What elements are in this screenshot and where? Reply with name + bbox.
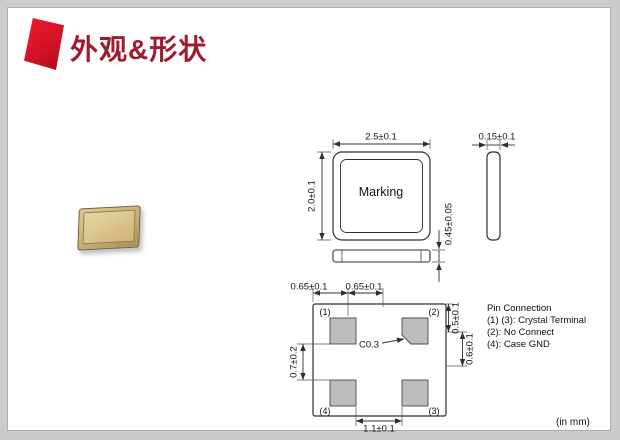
pin-label-4: (4) — [320, 406, 331, 416]
pin-connection-title: Pin Connection — [487, 303, 552, 314]
pin-label-2: (2) — [429, 307, 440, 317]
chamfer-label: C0.3 — [359, 340, 379, 351]
bottom-view — [312, 303, 447, 417]
dim-top-width: 2.5±0.1 — [365, 132, 397, 143]
profile-seams — [341, 250, 422, 262]
dimension-lines — [300, 141, 515, 424]
top-view — [332, 151, 431, 241]
pad-2-chamfered — [401, 317, 429, 345]
profile-view — [332, 249, 431, 263]
pin-connection-block: Pin Connection (1) (3): Crystal Terminal… — [487, 303, 586, 351]
dim-bottom-right-upper: 0.5±0.1 — [451, 302, 462, 334]
pin-connection-line-1: (1) (3): Crystal Terminal — [487, 315, 587, 326]
dim-bottom-top-center: 0.65±0.1 — [346, 282, 383, 293]
side-view-outline — [486, 151, 501, 241]
section-title: 外观&形状 — [70, 34, 208, 65]
profile-outline — [332, 249, 431, 263]
pin-label-3: (3) — [429, 406, 440, 416]
top-view-outline — [332, 151, 431, 241]
pin-label-1: (1) — [320, 307, 331, 317]
marking-label: Marking — [359, 185, 404, 199]
pin-connection-line-2: (2): No Connect — [487, 327, 555, 338]
chamfer-leader-arrow — [381, 337, 405, 344]
dim-bottom-right-lower: 0.6±0.1 — [465, 333, 476, 365]
top-view-inner-outline — [340, 159, 423, 233]
dim-bottom-left: 0.7±0.2 — [289, 346, 300, 378]
dim-profile-height: 0.45±0.05 — [444, 203, 455, 245]
dim-bottom-bottom: 1.1±0.1 — [363, 424, 395, 435]
pin-connection-line-3: (4): Case GND — [487, 339, 550, 350]
dim-top-height: 2.0±0.1 — [307, 180, 318, 212]
unit-note: (in mm) — [556, 417, 590, 428]
pad-1 — [329, 317, 357, 345]
dim-side-thickness: 0.15±0.1 — [479, 132, 516, 143]
pad-3 — [401, 379, 429, 407]
dim-bottom-top-left: 0.65±0.1 — [291, 282, 328, 293]
pad-4 — [329, 379, 357, 407]
